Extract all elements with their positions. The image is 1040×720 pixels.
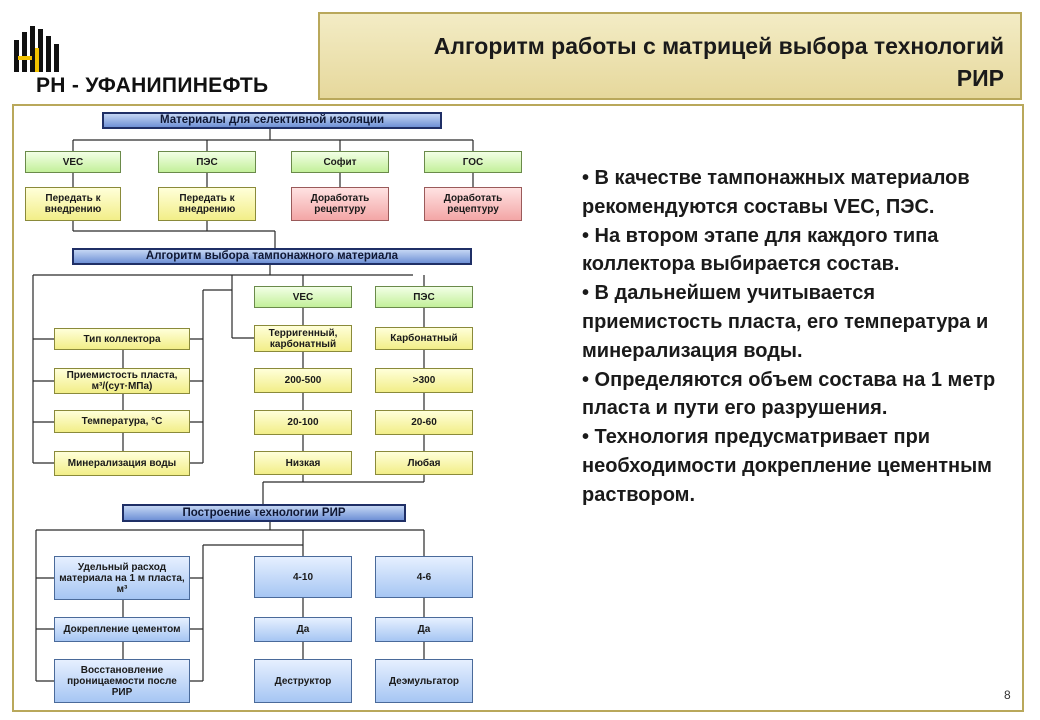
title-line-2: РИР	[956, 65, 1004, 91]
pes-specific-consumption: 4-6	[375, 556, 473, 598]
vec-temperature: 20-100	[254, 410, 352, 435]
criterion-specific-consumption: Удельный расход материала на 1 м пласта,…	[54, 556, 190, 600]
page-title: Алгоритм работы с матрицей выбора технол…	[434, 30, 1004, 94]
criterion-cement-reinforcement: Докрепление цементом	[54, 617, 190, 642]
criterion-injectivity: Приемистость пласта, м³/(сут·МПа)	[54, 368, 190, 394]
vec-specific-consumption: 4-10	[254, 556, 352, 598]
vec-permeability-restoration: Деструктор	[254, 659, 352, 703]
content-frame	[12, 104, 1024, 712]
header-algorithm-selection: Алгоритм выбора тампонажного материала	[72, 248, 472, 265]
bullet-item: • Определяются объем состава на 1 метр п…	[582, 368, 996, 420]
action-gos: Доработать рецептуру	[424, 187, 522, 221]
column-pes-header: ПЭС	[375, 286, 473, 308]
material-gos: ГОС	[424, 151, 522, 173]
bullet-item: • На втором этапе для каждого типа колле…	[582, 224, 939, 276]
vec-collector-type: Терригенный, карбонатный	[254, 325, 352, 352]
title-line-1: Алгоритм работы с матрицей выбора технол…	[433, 33, 1004, 59]
bullet-item: • В дальнейшем учитывается приемистость …	[582, 282, 989, 362]
action-sofit: Доработать рецептуру	[291, 187, 389, 221]
pes-injectivity: >300	[375, 368, 473, 393]
criterion-collector-type: Тип коллектора	[54, 328, 190, 350]
material-pes: ПЭС	[158, 151, 256, 173]
logo-mark-icon	[14, 26, 59, 72]
bullet-list: • В качестве тампонажных материалов реко…	[582, 164, 1012, 510]
bullet-item: • Технология предусматривает при необход…	[582, 426, 992, 506]
pes-collector-type: Карбонатный	[375, 327, 473, 350]
material-sofit: Софит	[291, 151, 389, 173]
action-vec: Передать к внедрению	[25, 187, 121, 221]
title-banner: Алгоритм работы с матрицей выбора технол…	[318, 12, 1022, 100]
company-logo: РН - УФАНИПИНЕФТЬ	[14, 26, 314, 98]
header-technology-construction: Построение технологии РИР	[122, 504, 406, 522]
vec-cement-reinforcement: Да	[254, 617, 352, 642]
pes-mineralization: Любая	[375, 451, 473, 475]
bullet-item: • В качестве тампонажных материалов реко…	[582, 167, 970, 218]
criterion-permeability-restoration: Восстановление проницаемости после РИР	[54, 659, 190, 703]
pes-cement-reinforcement: Да	[375, 617, 473, 642]
page-number: 8	[1004, 688, 1011, 702]
material-vec: VEC	[25, 151, 121, 173]
criterion-temperature: Температура, °С	[54, 410, 190, 433]
action-pes: Передать к внедрению	[158, 187, 256, 221]
column-vec-header: VEC	[254, 286, 352, 308]
logo-text: РН - УФАНИПИНЕФТЬ	[36, 74, 269, 97]
vec-mineralization: Низкая	[254, 451, 352, 475]
vec-injectivity: 200-500	[254, 368, 352, 393]
pes-temperature: 20-60	[375, 410, 473, 435]
header-selective-isolation: Материалы для селективной изоляции	[102, 112, 442, 129]
criterion-mineralization: Минерализация воды	[54, 451, 190, 476]
pes-permeability-restoration: Деэмульгатор	[375, 659, 473, 703]
